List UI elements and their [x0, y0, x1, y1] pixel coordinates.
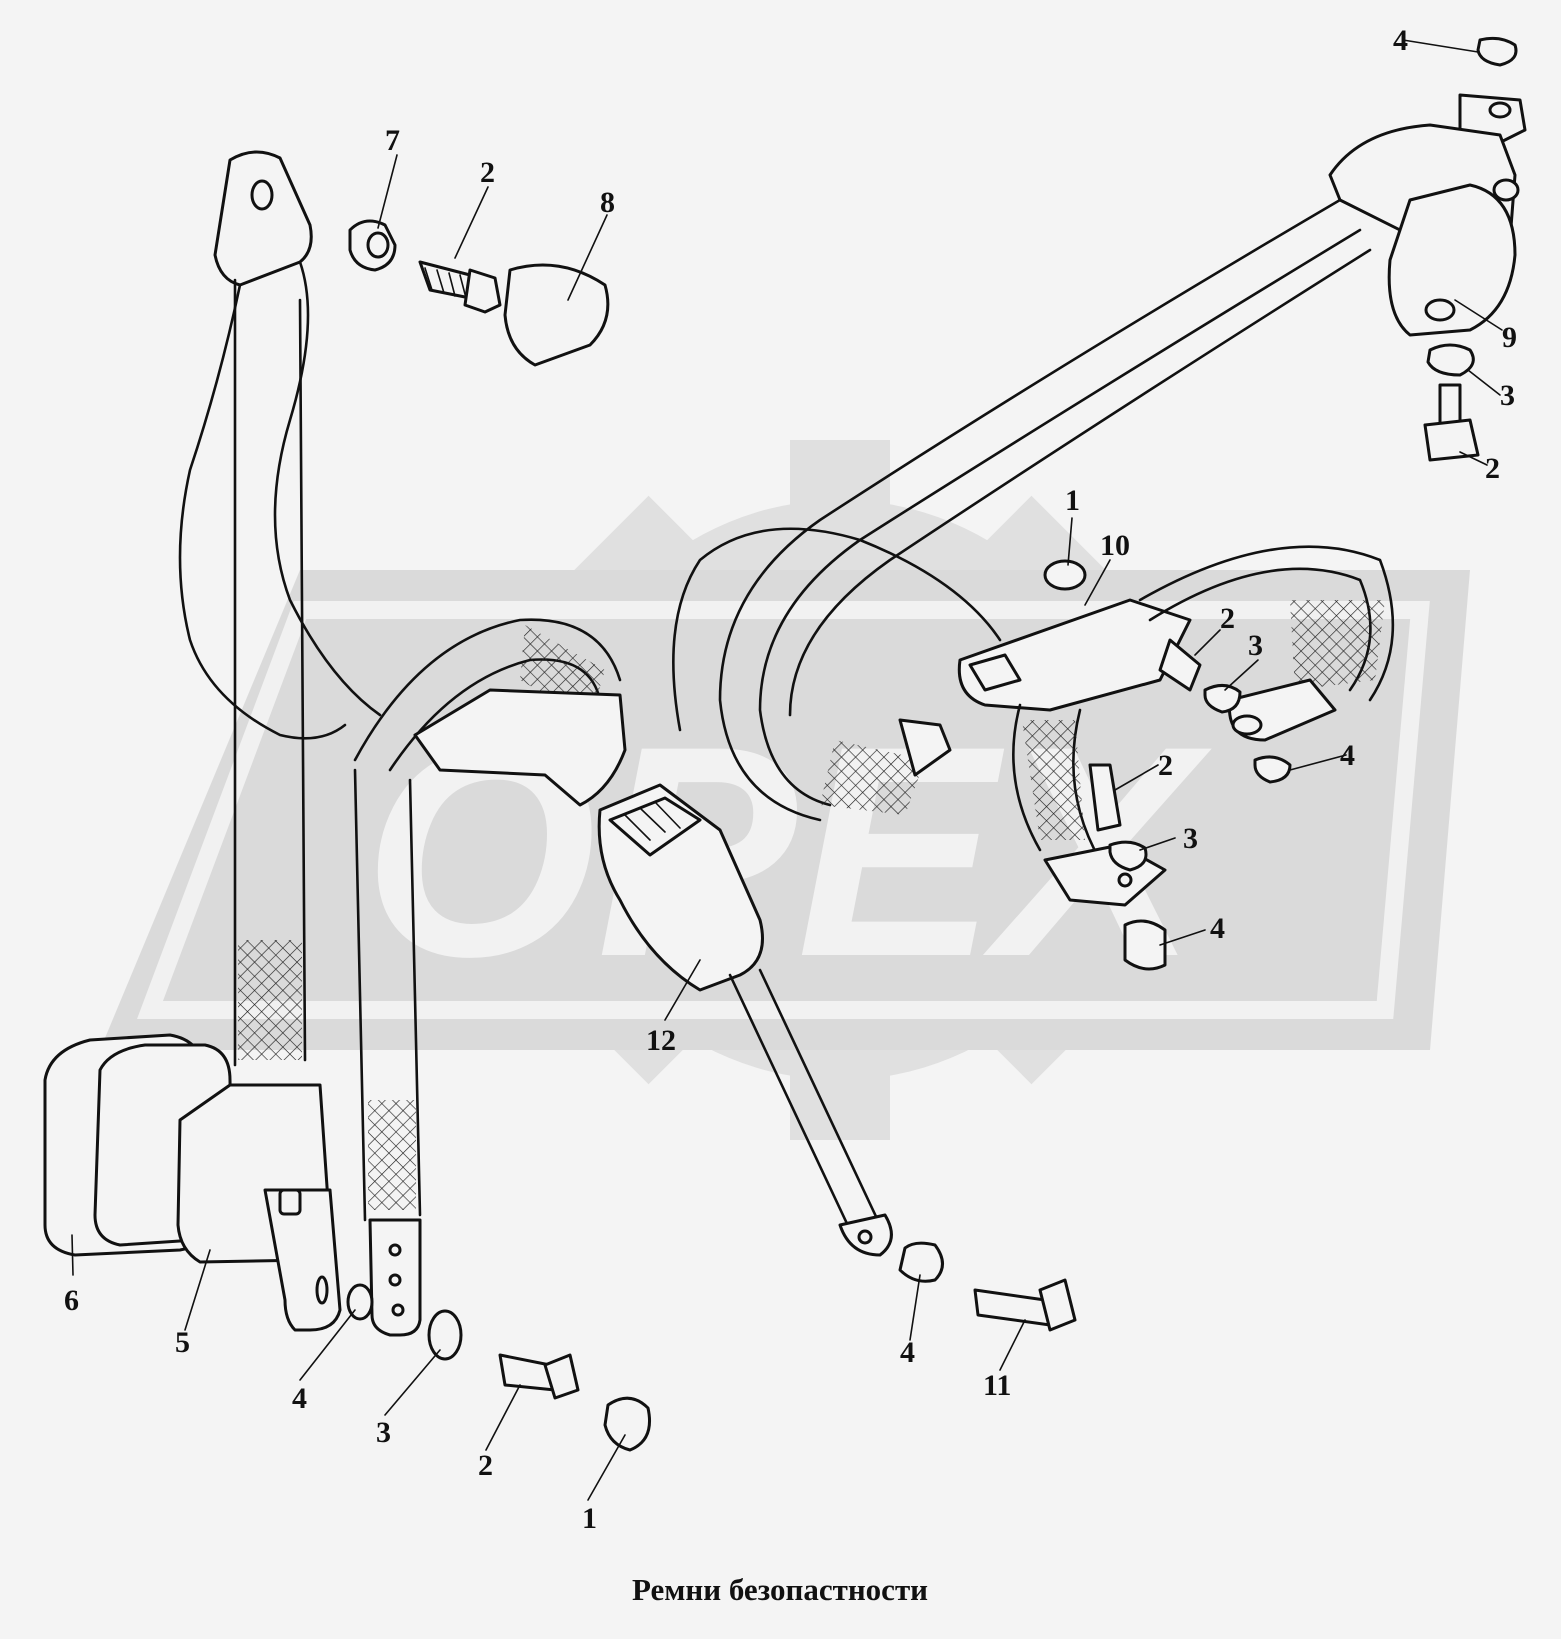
- callout-3: 3: [1500, 379, 1515, 412]
- callout-4: 4: [1393, 24, 1408, 57]
- callout-11: 11: [983, 1369, 1011, 1402]
- callout-3: 3: [376, 1416, 391, 1449]
- callout-2: 2: [480, 156, 495, 189]
- leader-lines: [71, 39, 1503, 1501]
- tongue-assembly: [597, 783, 893, 1257]
- callout-6: 6: [64, 1284, 79, 1317]
- callout-4: 4: [1210, 912, 1225, 945]
- callout-12: 12: [646, 1024, 676, 1057]
- callout-4: 4: [1340, 739, 1355, 772]
- callout-7: 7: [385, 124, 400, 157]
- buckle-assembly: [957, 545, 1395, 907]
- upper-left-small-parts: [348, 219, 610, 367]
- callout-2: 2: [1158, 749, 1173, 782]
- callout-2: 2: [478, 1449, 493, 1482]
- callout-2: 2: [1220, 602, 1235, 635]
- right-retractor-assembly: [672, 93, 1527, 822]
- callout-8: 8: [600, 186, 615, 219]
- callout-4: 4: [292, 1382, 307, 1415]
- callout-9: 9: [1502, 321, 1517, 354]
- callout-3: 3: [1183, 822, 1198, 855]
- lower-small-parts: [346, 36, 1518, 1452]
- callout-labels: 7 2 8 4 9 3 2 1 10 2 3 4 2 3 4 12 6 5 4 …: [64, 24, 1517, 1535]
- callout-5: 5: [175, 1326, 190, 1359]
- lower-belt-and-tongue: [353, 618, 627, 1337]
- diagram-caption: Ремни безопастности: [632, 1572, 928, 1607]
- callout-4: 4: [900, 1336, 915, 1369]
- callout-2: 2: [1485, 452, 1500, 485]
- callout-10: 10: [1100, 529, 1130, 562]
- callout-1: 1: [582, 1502, 597, 1535]
- left-retractor-assembly: [43, 150, 382, 1332]
- callout-1: 1: [1065, 484, 1080, 517]
- callout-3: 3: [1248, 629, 1263, 662]
